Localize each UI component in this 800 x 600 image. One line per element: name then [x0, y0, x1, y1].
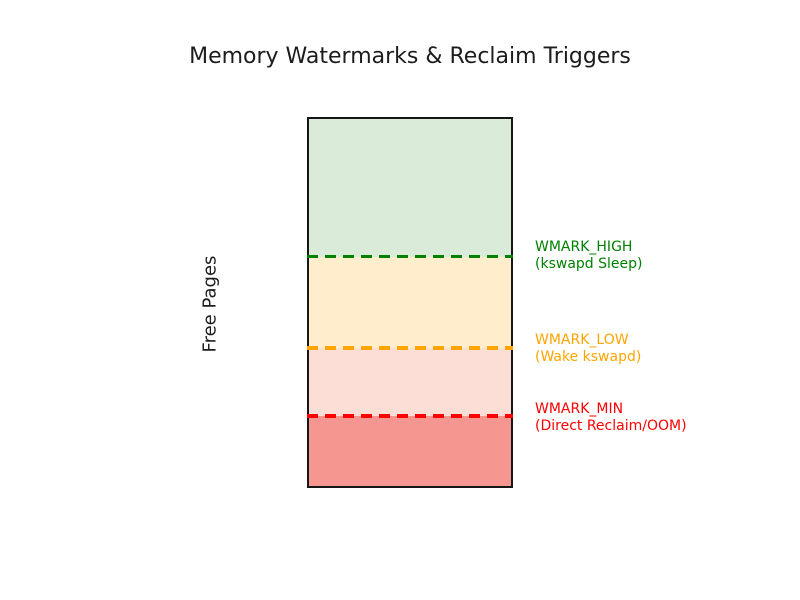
zone-above-wmark-high — [309, 119, 511, 257]
zone-wmark-min-to-low — [309, 348, 511, 417]
wmark-high-description: (kswapd Sleep) — [535, 256, 643, 273]
zone-wmark-low-to-high — [309, 256, 511, 349]
wmark-min-label: WMARK_MIN(Direct Reclaim/OOM) — [535, 401, 687, 435]
memory-bar — [307, 117, 513, 488]
wmark-low-name: WMARK_LOW — [535, 331, 629, 348]
wmark-min-description: (Direct Reclaim/OOM) — [535, 417, 687, 434]
wmark-high-line — [307, 254, 513, 259]
wmark-low-line — [307, 346, 513, 350]
plot-area: WMARK_HIGH(kswapd Sleep) WMARK_LOW(Wake k… — [307, 117, 687, 488]
wmark-low-description: (Wake kswapd) — [535, 348, 642, 365]
wmark-min-name: WMARK_MIN — [535, 400, 624, 417]
y-axis-label: Free Pages — [199, 255, 221, 353]
wmark-min-line — [307, 414, 513, 418]
wmark-low-label: WMARK_LOW(Wake kswapd) — [535, 332, 641, 366]
chart-title: Memory Watermarks & Reclaim Triggers — [189, 44, 631, 69]
wmark-high-name: WMARK_HIGH — [535, 239, 633, 256]
zone-below-wmark-min — [309, 416, 511, 486]
wmark-high-label: WMARK_HIGH(kswapd Sleep) — [535, 239, 642, 273]
